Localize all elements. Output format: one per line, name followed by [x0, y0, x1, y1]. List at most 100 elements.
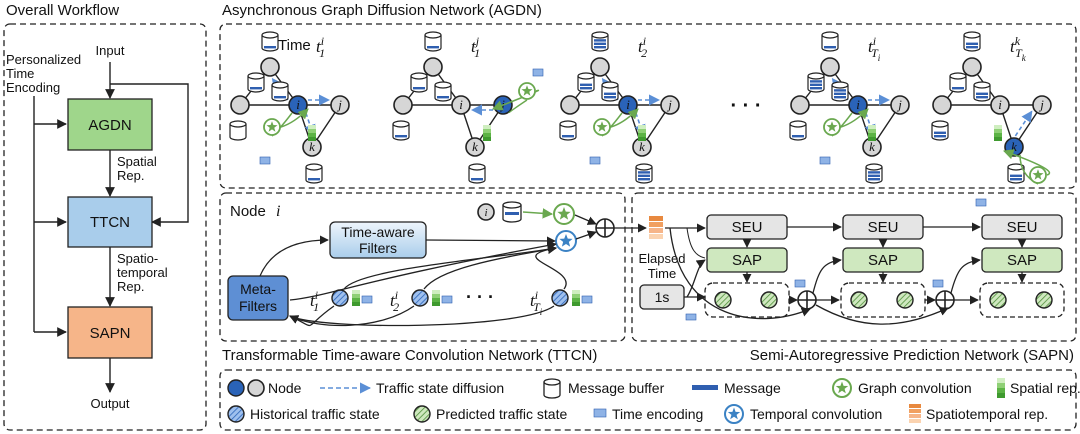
buffer-top: [591, 31, 609, 52]
concat-to-sap-arrow: [950, 256, 981, 294]
st-rep-to-sap-link: [686, 227, 706, 259]
concat-skip-arrow: [815, 304, 949, 325]
graph-node-j: [330, 95, 350, 115]
buffer-lower-left: [559, 120, 577, 141]
graph-conv-star: [266, 121, 278, 132]
spatial-rep-stack: [308, 125, 316, 141]
ttcn-frame: [219, 192, 626, 342]
graph-node-label-k: k: [472, 139, 478, 154]
legend-historical-label: Historical traffic state: [250, 406, 380, 422]
graph-node-j: [1032, 95, 1052, 115]
graph-node-top: [820, 57, 840, 77]
graph-node-label-i: i: [626, 97, 630, 112]
elapsed-time-encoding: [685, 313, 697, 321]
graph-conv-link: [508, 99, 528, 114]
historical-state-2: [411, 289, 429, 307]
graph-node-left: [393, 95, 413, 115]
legend-node-label: Node: [268, 380, 302, 396]
graph-conv-to-concat-arrow: [574, 214, 597, 225]
buffer-near-k: [635, 163, 653, 184]
graph-node-label-j: j: [336, 97, 342, 112]
graph-node-k: [465, 137, 485, 157]
sapn-box: [67, 306, 153, 359]
temporal-conv-to-concat-arrow: [575, 230, 597, 240]
buffer-near-k: [1007, 163, 1025, 184]
buffer-top: [424, 31, 442, 52]
buffer-lower-left: [931, 120, 949, 141]
legend: Node Traffic state diffusion Message buf…: [219, 369, 1080, 431]
ttcn-panel-title: Transformable Time-aware Convolution Net…: [222, 347, 597, 364]
pte-label-1: Personalized: [6, 52, 81, 67]
legend-temporal-conv-label: Temporal convolution: [750, 406, 882, 422]
predicted-state: [896, 291, 914, 309]
predicted-state: [1035, 291, 1053, 309]
time-encoding-marker: [259, 156, 271, 165]
historical-state-1: [331, 289, 349, 307]
graph-node-i: [990, 95, 1010, 115]
input-to-meta-arrow: [289, 305, 555, 327]
graph-node-left: [790, 95, 810, 115]
buffer-top: [821, 31, 839, 52]
agdn-box-label: AGDN: [88, 117, 131, 134]
elapsed-label-2: Time: [648, 266, 676, 281]
workflow-output-label: Output: [90, 396, 129, 411]
sapn-time-enc: [932, 279, 944, 288]
legend-st-rep-icon: [909, 404, 921, 423]
graph-conv-output: [610, 108, 639, 128]
seu-label: SEU: [732, 219, 763, 236]
ttcn-box-label: TTCN: [90, 214, 130, 231]
sapn-box-label: SAPN: [90, 325, 131, 342]
legend-frame: [219, 369, 1077, 431]
graph-node-top: [962, 57, 982, 77]
graph-node-top: [260, 57, 280, 77]
graph-conv-output: [840, 108, 869, 128]
graph-node-left: [560, 95, 580, 115]
sap-label: SAP: [732, 252, 762, 269]
filters-label-1: Time-aware: [341, 224, 415, 240]
graph-node-left: [932, 95, 952, 115]
buffer-lower-left: [229, 120, 247, 141]
graph-node-label-i: i: [459, 97, 463, 112]
buffer-near-i: [973, 81, 991, 102]
ttcn-node-label: Node: [230, 203, 266, 220]
sapn-stage-1: SEU SAP: [704, 214, 842, 318]
graph-node-top: [590, 57, 610, 77]
input-to-temporal-conv-arrow: [535, 244, 567, 290]
buffer-upper-left: [807, 72, 825, 93]
ttcn-node-var: i: [276, 203, 280, 220]
buffer-upper-left: [577, 72, 595, 93]
agdn-frame: [219, 23, 1077, 189]
buffer-near-k: [305, 163, 323, 184]
buffer-lower-left: [392, 120, 410, 141]
seu-label: SEU: [868, 219, 899, 236]
legend-predicted-icon: [413, 405, 431, 423]
graph-node-left: [230, 95, 250, 115]
filters-label-2: Filters: [359, 240, 397, 256]
sapn-stage-2: SEU SAP: [840, 214, 981, 318]
st-rep-label-2: temporal: [117, 265, 168, 280]
agdn-panel: Asynchronous Graph Diffusion Network (AG…: [219, 2, 1077, 207]
graph-node-j: [660, 95, 680, 115]
buffer-upper-left: [410, 72, 428, 93]
workflow-title: Overall Workflow: [6, 2, 119, 19]
legend-st-rep-label: Spatiotemporal rep.: [926, 406, 1048, 422]
graph-node-label-i: i: [998, 97, 1002, 112]
buffer-near-i: [831, 81, 849, 102]
filters-to-temporal-conv-arrow: [425, 236, 556, 246]
predicted-state: [850, 291, 868, 309]
seu-label: SEU: [1007, 219, 1038, 236]
sap-label: SAP: [868, 252, 898, 269]
pte-label-3: Encoding: [6, 80, 60, 95]
legend-time-enc-icon: [593, 408, 607, 418]
spatial-rep-label-1: Spatial: [117, 154, 157, 169]
meta-to-temporal-conv-arrow: [289, 241, 557, 301]
